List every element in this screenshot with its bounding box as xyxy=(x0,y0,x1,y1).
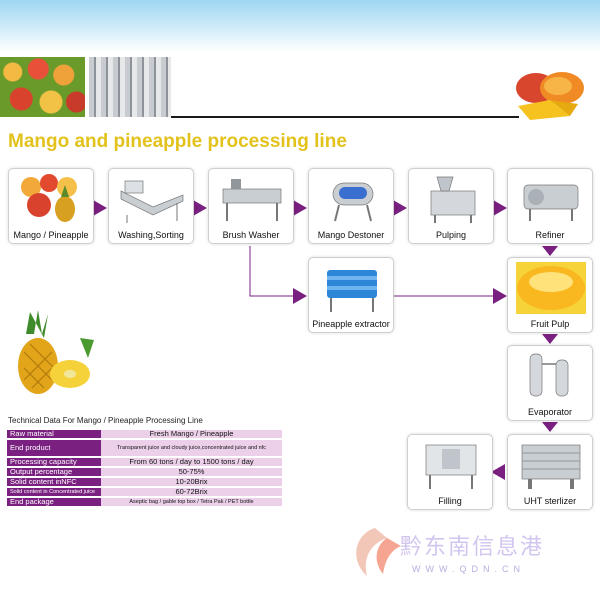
row-value: 10-20Brix xyxy=(101,478,282,486)
row-value: Transparent juice and cloudy juice,conce… xyxy=(101,440,282,456)
arrow-pulp-to-evaporator xyxy=(542,334,558,344)
arrow-pulping-to-refiner xyxy=(493,200,507,216)
table-row: End package Aseptic bag / gable top box … xyxy=(7,498,282,506)
step-refiner: Refiner xyxy=(507,168,593,244)
machine-photo xyxy=(89,57,171,117)
step-label: Brush Washer xyxy=(222,230,280,240)
line-brush-down xyxy=(249,246,293,297)
arrow-evaporator-to-uht xyxy=(542,422,558,432)
step-label: Pulping xyxy=(435,230,467,240)
step-label: Mango Destoner xyxy=(317,230,385,240)
table-row: End product Transparent juice and cloudy… xyxy=(7,440,282,456)
top-sky-band xyxy=(0,0,600,52)
arrow-brush-to-destoner xyxy=(293,200,307,216)
fruit-pulp-icon xyxy=(516,262,586,314)
step-brush-washer: Brush Washer xyxy=(208,168,294,244)
arrow-raw-to-washing xyxy=(93,200,107,216)
row-value: From 60 tons / day to 1500 tons / day xyxy=(101,458,282,466)
arrow-destoner-to-pulping xyxy=(393,200,407,216)
row-value: Fresh Mango / Pineapple xyxy=(101,430,282,438)
evaporator-icon xyxy=(529,353,569,397)
step-uht-sterilizer: UHT sterlizer xyxy=(507,434,593,510)
brush-washer-icon xyxy=(222,179,282,221)
row-value: Aseptic bag / gable top box / Tetra Pak … xyxy=(101,498,282,506)
pulping-machine-icon xyxy=(430,176,476,223)
row-key: End package xyxy=(7,498,101,506)
step-label: Filling xyxy=(438,496,462,506)
table-row: Processing capacity From 60 tons / day t… xyxy=(7,458,282,466)
mango-hero-image xyxy=(516,72,584,120)
watermark-url: WWW.QDN.CN xyxy=(412,564,525,574)
row-key: Raw material xyxy=(7,430,101,438)
watermark-logo xyxy=(356,528,401,576)
step-label: UHT sterlizer xyxy=(523,496,577,506)
fruit-icon xyxy=(21,174,77,222)
washing-machine-icon xyxy=(120,180,184,223)
arrow-brush-to-extractor xyxy=(293,288,307,304)
arrow-washing-to-brush xyxy=(193,200,207,216)
row-key: Solid content in Concentrated juice xyxy=(7,488,101,496)
table-row: Solid content in Concentrated juice 60-7… xyxy=(7,488,282,496)
tech-data-title: Technical Data For Mango / Pineapple Pro… xyxy=(8,416,203,425)
uht-sterilizer-icon xyxy=(521,444,581,489)
row-value: 60-72Brix xyxy=(101,488,282,496)
step-pulping: Pulping xyxy=(408,168,494,244)
step-filling: Filling xyxy=(407,434,493,510)
step-label: Fruit Pulp xyxy=(530,319,570,329)
destoner-icon xyxy=(332,182,374,222)
flow-lines xyxy=(249,246,493,297)
flow-arrows xyxy=(93,200,558,480)
step-label: Refiner xyxy=(535,230,565,240)
step-label: Mango / Pineapple xyxy=(13,230,89,240)
step-pineapple-extractor: Pineapple extractor xyxy=(308,257,394,333)
step-evaporator: Evaporator xyxy=(507,345,593,421)
step-washing-sorting: Washing,Sorting xyxy=(108,168,194,244)
row-key: Processing capacity xyxy=(7,458,101,466)
page-title: Mango and pineapple processing line xyxy=(8,131,347,152)
table-row: Raw material Fresh Mango / Pineapple xyxy=(7,430,282,438)
row-key: End product xyxy=(7,440,101,456)
arrow-refiner-to-pulp xyxy=(542,246,558,256)
row-value: 50-75% xyxy=(101,468,282,476)
step-mango-pineapple: Mango / Pineapple xyxy=(8,168,94,244)
header-rule xyxy=(171,116,519,118)
watermark-text: 黔东南信息港 xyxy=(400,535,545,560)
step-label: Evaporator xyxy=(527,407,573,417)
step-fruit-pulp: Fruit Pulp xyxy=(507,257,593,333)
extractor-icon xyxy=(327,270,377,312)
step-mango-destoner: Mango Destoner xyxy=(308,168,394,244)
filling-machine-icon xyxy=(425,444,477,489)
tech-data-table: Raw material Fresh Mango / Pineapple End… xyxy=(7,428,282,508)
arrow-uht-to-filling xyxy=(491,464,505,480)
row-key: Output percentage xyxy=(7,468,101,476)
refiner-icon xyxy=(523,184,579,221)
mango-photo xyxy=(0,57,85,117)
arrow-extractor-to-pulp xyxy=(493,288,507,304)
pineapple-photo xyxy=(18,310,94,394)
row-key: Solid content inNFC xyxy=(7,478,101,486)
table-row: Output percentage 50-75% xyxy=(7,468,282,476)
step-label: Washing,Sorting xyxy=(118,230,184,240)
step-label: Pineapple extractor xyxy=(312,319,390,329)
table-row: Solid content inNFC 10-20Brix xyxy=(7,478,282,486)
